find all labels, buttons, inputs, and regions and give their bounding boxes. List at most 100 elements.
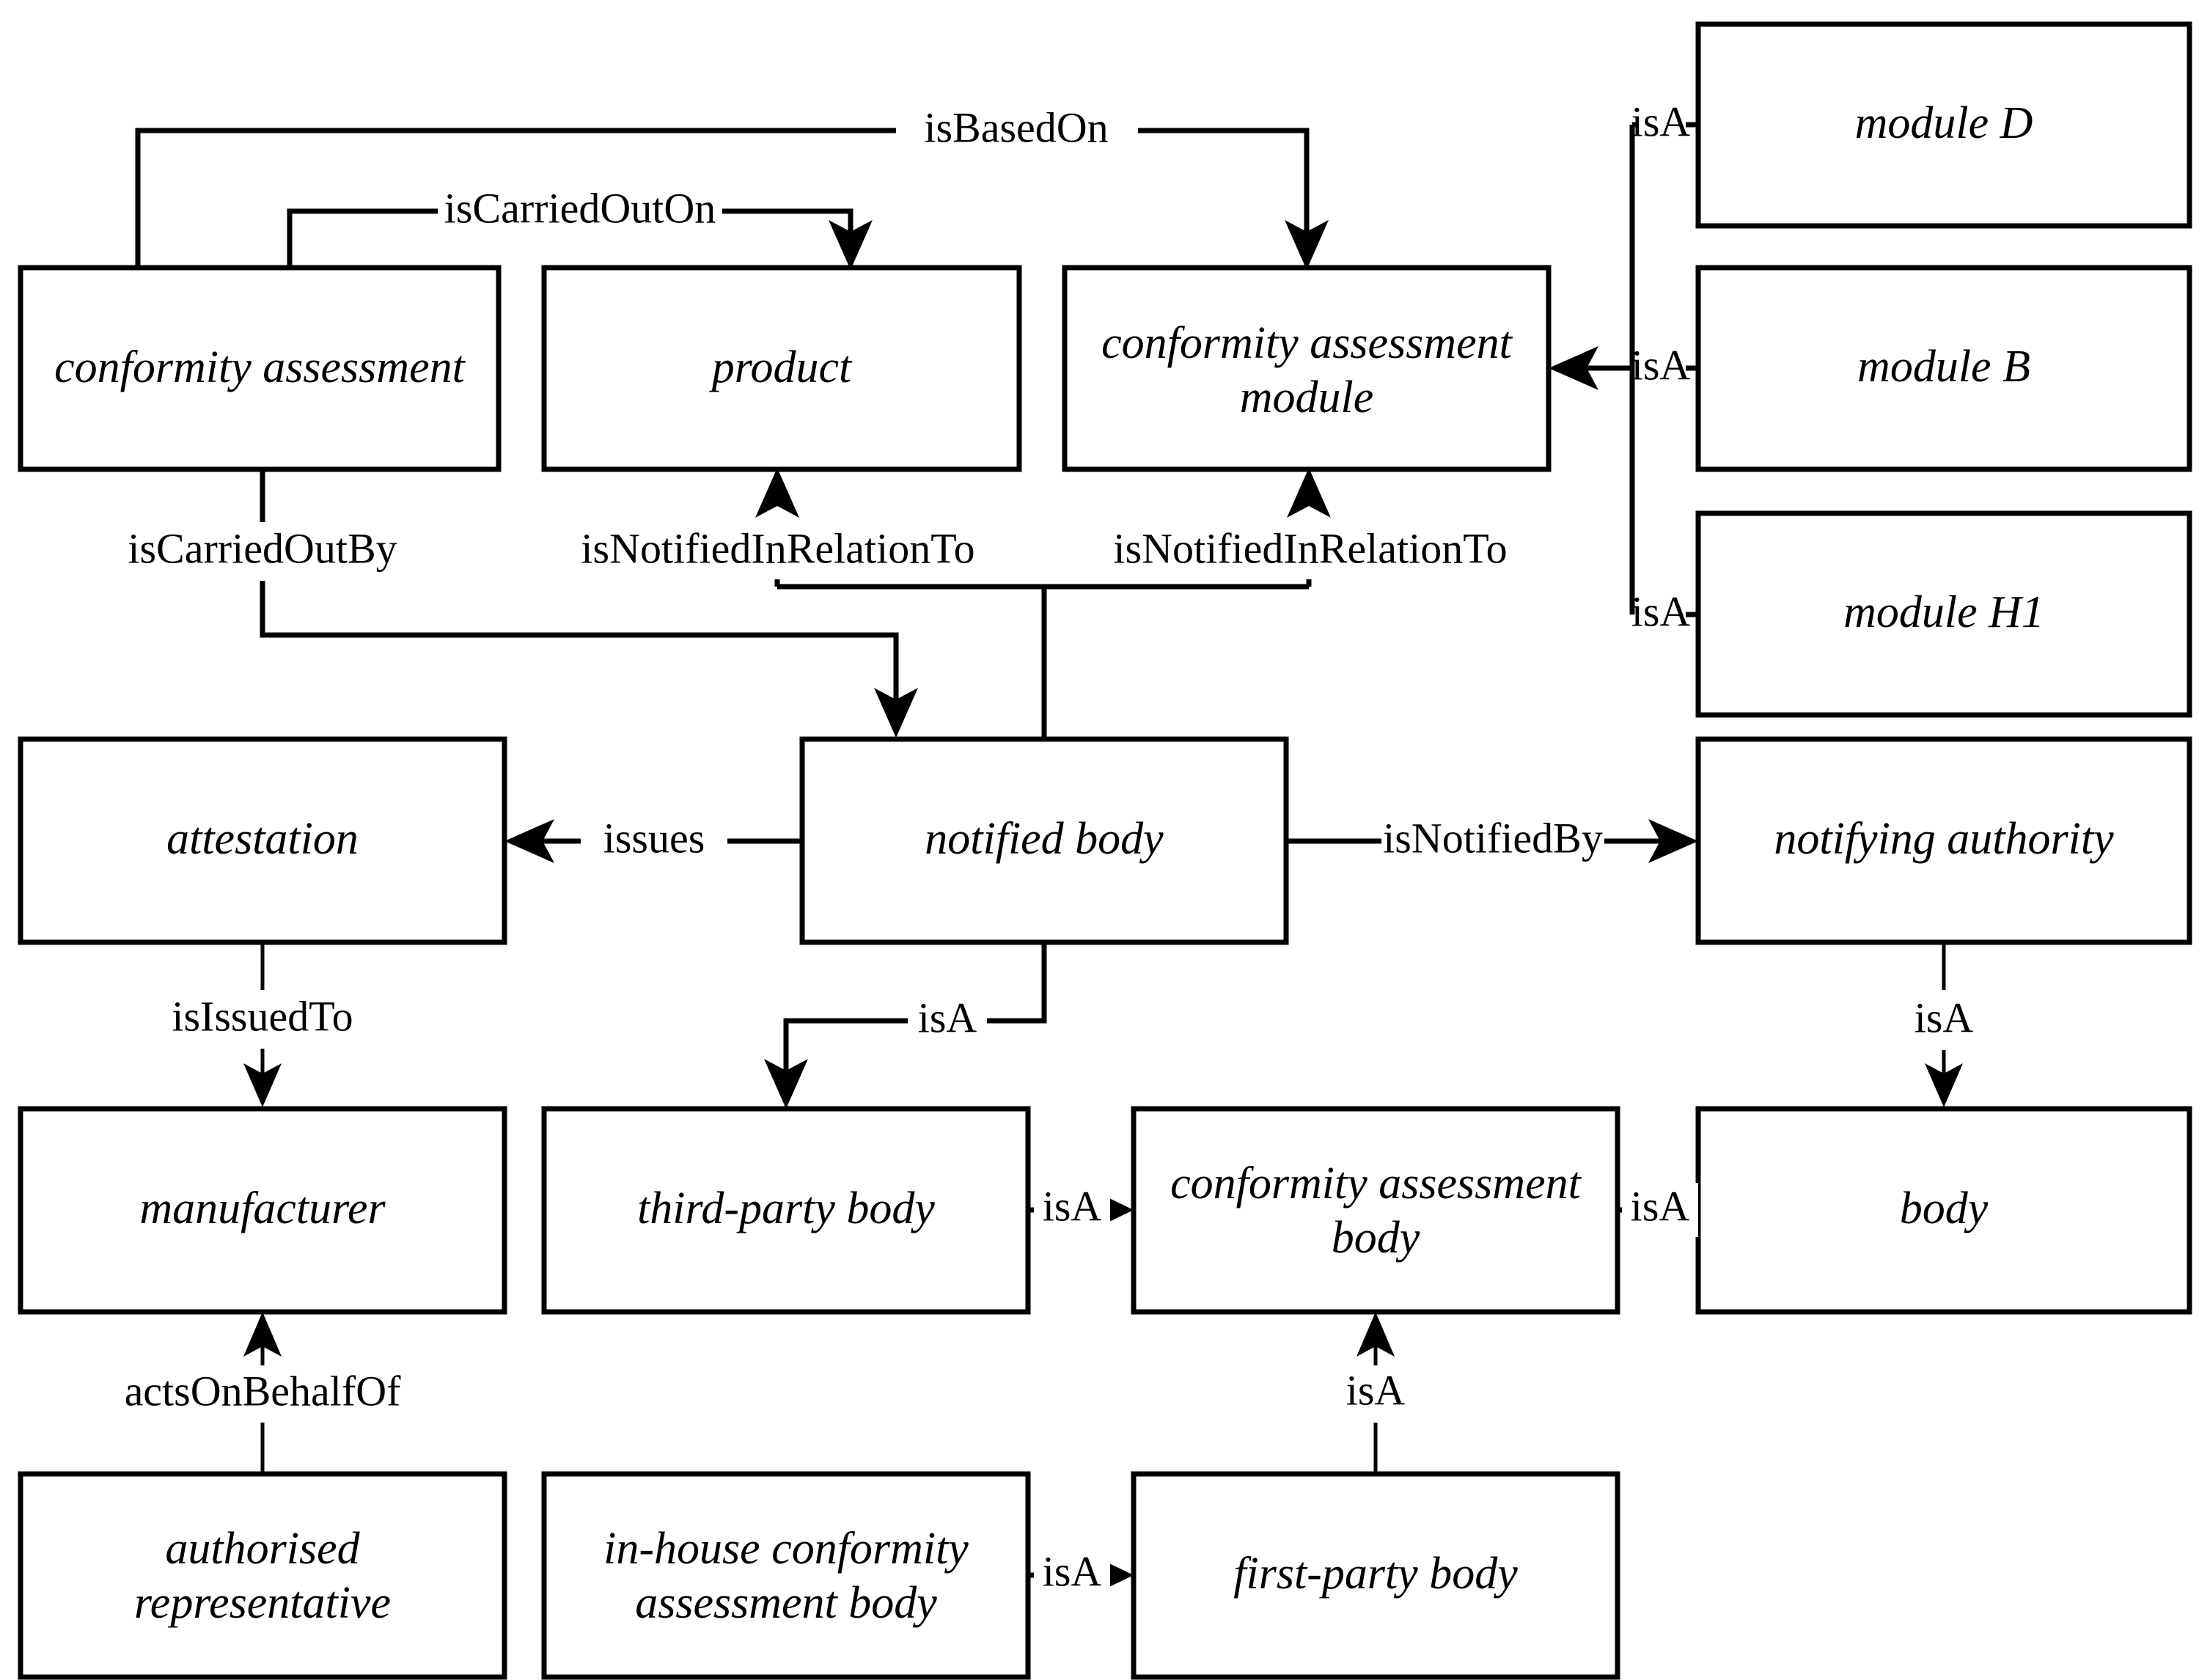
node-in-house-conformity-assessment-body[interactable]: in-house conformity assessment body [541, 1471, 1031, 1680]
node-label-in-house-line1: in-house conformity [603, 1524, 969, 1574]
node-label-notified-body: notified body [925, 814, 1164, 864]
node-notifying-authority[interactable]: notifying authority [1695, 736, 2192, 945]
edge-label-isNotifiedInRelationTo-module: isNotifiedInRelationTo [1095, 524, 1525, 579]
svg-text:isA: isA [918, 994, 977, 1041]
node-label-body: body [1900, 1184, 1989, 1233]
edge-isA-notified-third [764, 942, 1047, 1109]
edge-isIssuedTo [243, 942, 282, 1107]
edge-label-isA-cab-body: isA [1622, 1182, 1698, 1237]
node-label-in-house-line2: assessment body [635, 1578, 937, 1628]
node-label-authorised-representative-line1: authorised [165, 1524, 360, 1574]
edge-label-actsOnBehalfOf: actsOnBehalfOf [109, 1367, 416, 1423]
edge-label-isCarriedOutBy: isCarriedOutBy [114, 524, 411, 579]
svg-text:isNotifiedInRelationTo: isNotifiedInRelationTo [1113, 524, 1507, 572]
svg-text:isIssuedTo: isIssuedTo [172, 992, 353, 1040]
svg-text:isA: isA [1043, 1182, 1102, 1230]
node-third-party-body[interactable]: third-party body [541, 1106, 1031, 1315]
edge-label-isBasedOn: isBasedOn [896, 103, 1138, 157]
edge-isA-authority-body [1925, 942, 1963, 1107]
node-label-notifying-authority: notifying authority [1774, 814, 2114, 864]
arrowhead-issues [504, 819, 554, 863]
edge-labels-group: isBasedOn isCarriedOutOn isA isA isA isC [109, 98, 1983, 1602]
svg-text:isCarriedOutBy: isCarriedOutBy [128, 524, 397, 572]
node-label-conformity-assessment-body-line2: body [1332, 1213, 1420, 1263]
edge-isNotifiedBy [1286, 819, 1698, 863]
edge-label-isA-module-d: isA [1631, 98, 1691, 151]
node-label-product: product [709, 342, 853, 392]
edge-isA-modules [1549, 122, 1698, 617]
arrowhead-isIssuedTo [243, 1063, 282, 1107]
node-label-module-d: module D [1855, 98, 2033, 148]
edge-isCarriedOutBy [260, 469, 918, 738]
edge-label-isCarriedOutOn: isCarriedOutOn [438, 184, 722, 238]
svg-text:isA: isA [1631, 341, 1691, 389]
node-label-module-h1: module H1 [1843, 587, 2044, 637]
edge-label-isA-notified-third: isA [908, 994, 987, 1049]
edge-isBasedOn [135, 128, 1329, 270]
node-body[interactable]: body [1695, 1106, 2192, 1315]
node-module-b[interactable]: module B [1695, 265, 2192, 472]
node-label-conformity-assessment-body-line1: conformity assessment [1170, 1159, 1582, 1208]
edge-label-isA-module-h1: isA [1631, 587, 1691, 641]
edge-issues [504, 819, 802, 863]
node-label-module-b: module B [1857, 342, 2030, 392]
node-label-conformity-assessment: conformity assessment [54, 342, 466, 392]
arrowhead-isA-cab-3 [1357, 1312, 1395, 1357]
node-attestation[interactable]: attestation [18, 736, 507, 945]
node-authorised-representative[interactable]: authorised representative [18, 1471, 507, 1680]
arrowhead-isNotifiedBy [1648, 819, 1698, 863]
node-label-third-party-body: third-party body [637, 1184, 935, 1233]
arrowhead-isA-body [1925, 1063, 1963, 1107]
node-label-authorised-representative-line2: representative [134, 1578, 391, 1628]
edge-isCarriedOutOn [287, 208, 873, 270]
edges-group [135, 122, 1963, 1594]
node-conformity-assessment[interactable]: conformity assessment [18, 265, 502, 472]
edge-label-issues: issues [581, 814, 727, 868]
arrowhead-isBasedOn [1285, 220, 1329, 270]
arrowhead-isA-module [1549, 346, 1598, 390]
nodes-group: conformity assessment product conformity… [18, 21, 2192, 1680]
edge-isA-first-cab [1357, 1312, 1395, 1474]
svg-text:actsOnBehalfOf: actsOnBehalfOf [125, 1367, 402, 1415]
node-label-conformity-assessment-module-line1: conformity assessment [1101, 318, 1513, 368]
node-label-manufacturer: manufacturer [139, 1184, 386, 1233]
svg-text:isA: isA [1631, 98, 1691, 145]
svg-text:isBasedOn: isBasedOn [924, 103, 1108, 151]
edge-label-isA-first-cab: isA [1336, 1366, 1415, 1421]
arrowhead-isNotifiedInRelationTo-product [755, 468, 799, 518]
edge-label-isA-third-cab: isA [1034, 1182, 1110, 1237]
edge-label-isA-inhouse-first: isA [1034, 1547, 1110, 1602]
svg-text:isNotifiedInRelationTo: isNotifiedInRelationTo [581, 524, 974, 572]
node-label-first-party-body: first-party body [1233, 1549, 1518, 1599]
node-product[interactable]: product [541, 265, 1022, 472]
node-conformity-assessment-body[interactable]: conformity assessment body [1131, 1106, 1620, 1315]
arrowhead-actsOnBehalfOf [243, 1312, 282, 1357]
arrowhead-isNotifiedInRelationTo-module [1287, 468, 1331, 518]
node-first-party-body[interactable]: first-party body [1131, 1471, 1620, 1680]
edge-label-isNotifiedBy: isNotifiedBy [1381, 814, 1604, 868]
node-label-conformity-assessment-module-line2: module [1240, 373, 1374, 422]
svg-text:isCarriedOutOn: isCarriedOutOn [444, 184, 716, 232]
svg-text:isA: isA [1631, 587, 1691, 635]
node-module-d[interactable]: module D [1695, 21, 2192, 229]
node-notified-body[interactable]: notified body [799, 736, 1289, 945]
arrowhead-isCarriedOutBy [874, 688, 918, 738]
edge-notified-bus [777, 584, 1309, 739]
node-label-attestation: attestation [166, 814, 359, 864]
edge-label-isNotifiedInRelationTo-product: isNotifiedInRelationTo [563, 524, 993, 579]
svg-text:issues: issues [603, 814, 705, 862]
svg-text:isA: isA [1043, 1547, 1102, 1595]
arrowhead-isA-third-party [764, 1059, 808, 1109]
edge-label-isIssuedTo: isIssuedTo [155, 991, 370, 1047]
svg-text:isNotifiedBy: isNotifiedBy [1383, 814, 1603, 862]
node-conformity-assessment-module[interactable]: conformity assessment module [1062, 265, 1552, 472]
node-manufacturer[interactable]: manufacturer [18, 1106, 507, 1315]
edge-label-isA-authority-body: isA [1904, 994, 1983, 1049]
node-module-h1[interactable]: module H1 [1695, 510, 2192, 718]
edge-label-isA-module-b: isA [1631, 341, 1691, 395]
svg-text:isA: isA [1346, 1366, 1406, 1414]
arrowhead-isCarriedOutOn [829, 220, 873, 270]
edge-actsOnBehalfOf [243, 1312, 282, 1474]
